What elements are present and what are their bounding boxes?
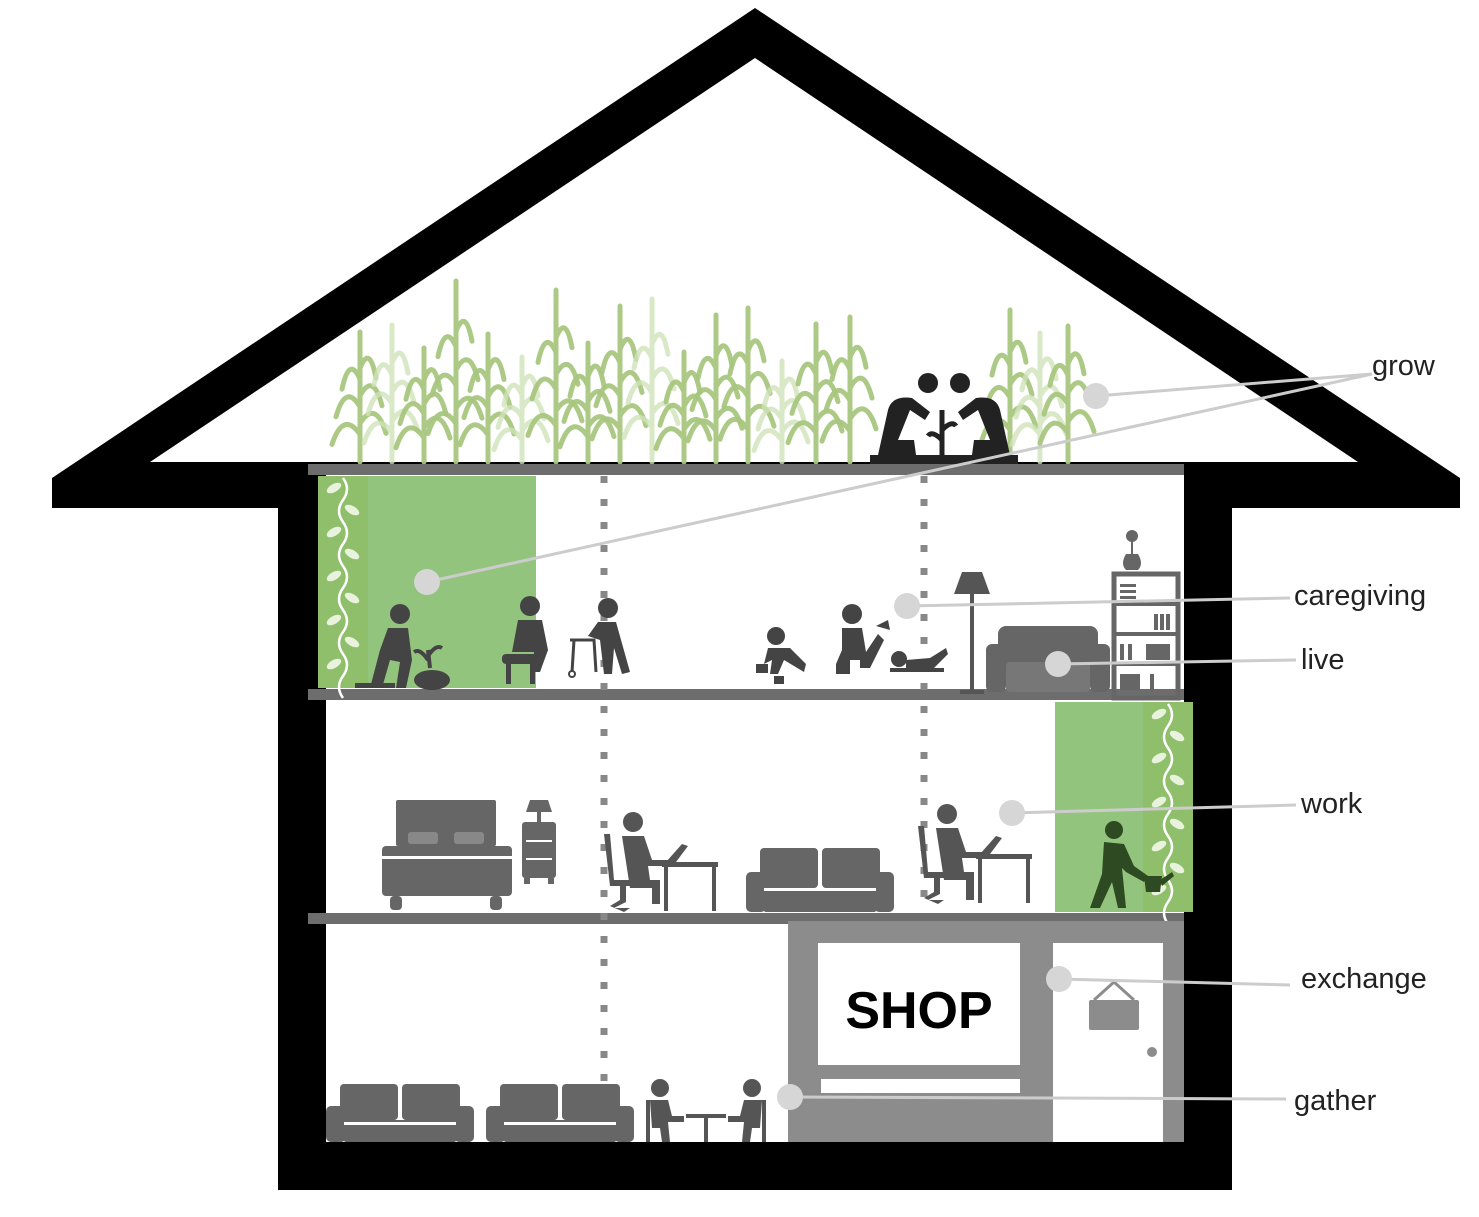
sofa-ground-right-icon	[486, 1084, 634, 1142]
watering-gardener-icon	[1090, 821, 1174, 908]
gardener-icon	[355, 604, 450, 690]
sofa-middle-icon	[746, 848, 894, 912]
people-at-table-icon	[646, 1079, 766, 1142]
armchair-icon	[986, 626, 1110, 692]
corn-plant	[1009, 330, 1069, 465]
label-work: work	[1301, 788, 1363, 820]
corn-plant	[589, 303, 649, 465]
shop-front	[788, 921, 1184, 1142]
corn-plant	[785, 321, 845, 465]
label-exchange: exchange	[1301, 963, 1427, 995]
roof-crops	[329, 278, 1097, 465]
elder-with-caregiver-icon	[502, 596, 630, 684]
corn-plant	[393, 345, 453, 465]
callout-lines	[426, 372, 1373, 1101]
label-grow: grow	[1372, 350, 1435, 382]
desk-worker-left-icon	[604, 812, 718, 912]
shop-sign: SHOP	[845, 982, 992, 1040]
label-live: live	[1301, 644, 1345, 676]
floor-lamp-icon	[954, 572, 990, 694]
label-gather: gather	[1294, 1085, 1377, 1117]
desk-worker-right-icon	[918, 804, 1032, 904]
corn-plant	[1037, 323, 1097, 465]
corn-plant	[685, 312, 745, 465]
nightstand-icon	[522, 800, 556, 884]
bed-icon	[382, 800, 512, 910]
callout-dots	[414, 383, 1109, 1110]
floor-slabs	[308, 464, 1184, 924]
dotted-columns	[600, 476, 928, 1120]
sofa-ground-left-icon	[326, 1084, 474, 1142]
parent-with-children-icon	[756, 604, 948, 684]
label-caregiving: caregiving	[1294, 580, 1427, 612]
corn-plant	[819, 314, 879, 465]
corn-plant	[525, 287, 585, 465]
